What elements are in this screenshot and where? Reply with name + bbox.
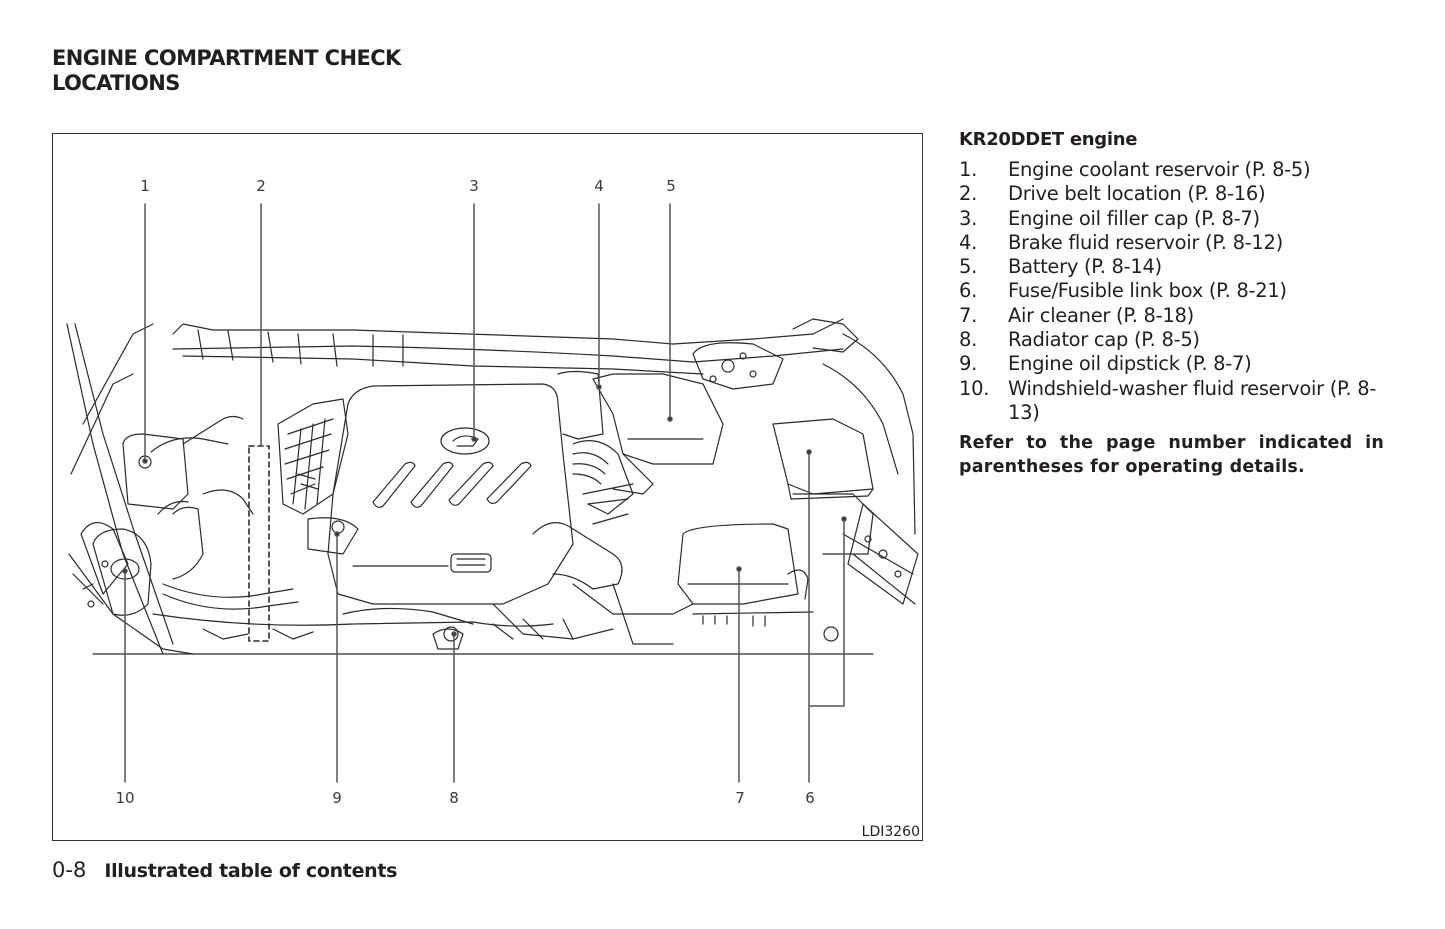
leader-6 <box>808 451 845 783</box>
legend-item: 9. Engine oil dipstick (P. 8-7) <box>959 352 1384 376</box>
battery <box>592 373 724 495</box>
legend-item-number: 10. <box>959 376 990 400</box>
right-fender <box>822 333 919 642</box>
legend-item: 3. Engine oil filler cap (P. 8-7) <box>959 207 1384 231</box>
legend-item-text: Drive belt location (P. 8-16) <box>1008 182 1266 206</box>
page-title-line-1: ENGINE COMPARTMENT CHECK <box>52 46 401 70</box>
leader-dot-1 <box>142 458 148 464</box>
legend-item: 7. Air cleaner (P. 8-18) <box>959 304 1384 328</box>
hoses-left <box>157 415 299 610</box>
engine-cover <box>327 383 574 605</box>
callout-4: 4 <box>594 177 604 195</box>
leader-dot-4 <box>596 384 602 390</box>
legend-item-number: 3. <box>959 206 978 230</box>
engine-line-drawing <box>66 203 919 783</box>
callout-7: 7 <box>735 789 745 807</box>
legend-item-text: Radiator cap (P. 8-5) <box>1008 328 1200 352</box>
legend-panel: KR20DDET engine 1. Engine coolant reserv… <box>959 128 1384 479</box>
intake-duct <box>532 370 694 615</box>
reference-note: Refer to the page number indicated in pa… <box>959 433 1384 478</box>
leader-dot-10 <box>122 568 128 574</box>
legend-item-text: Battery (P. 8-14) <box>1008 255 1162 279</box>
legend-item: 4. Brake fluid reservoir (P. 8-12) <box>959 231 1384 255</box>
drive-belt-outline <box>248 445 270 642</box>
figure-id: LDI3260 <box>861 824 920 840</box>
legend-item: 6. Fuse/Fusible link box (P. 8-21) <box>959 279 1384 303</box>
page-number: 0-8 <box>52 858 87 882</box>
legend-item: 10. Windshield-washer fluid reservoir (P… <box>959 377 1384 426</box>
callout-1: 1 <box>140 177 150 195</box>
leader-dot-6a <box>806 449 812 455</box>
engine-heading: KR20DDET engine <box>959 129 1138 150</box>
page-footer: 0-8 Illustrated table of contents <box>52 858 397 882</box>
page-title: ENGINE COMPARTMENT CHECK LOCATIONS <box>52 46 401 96</box>
left-fender <box>66 323 194 655</box>
legend-item-number: 7. <box>959 303 978 327</box>
legend-item-text: Fuse/Fusible link box (P. 8-21) <box>1008 279 1287 303</box>
callout-8: 8 <box>449 789 459 807</box>
legend-item-text: Engine oil dipstick (P. 8-7) <box>1008 352 1252 376</box>
intake-manifold <box>277 398 359 555</box>
legend-item: 1. Engine coolant reservoir (P. 8-5) <box>959 158 1384 182</box>
leader-dot-9 <box>334 531 340 537</box>
legend-item-number: 4. <box>959 230 978 254</box>
radiator-support <box>92 583 874 655</box>
legend-item-text: Brake fluid reservoir (P. 8-12) <box>1008 230 1283 254</box>
page-title-line-2: LOCATIONS <box>52 71 180 95</box>
legend-item-number: 2. <box>959 182 978 206</box>
cowl-panel <box>172 318 859 375</box>
strut-tower <box>692 342 784 390</box>
legend-item-number: 9. <box>959 352 978 376</box>
legend-item: 5. Battery (P. 8-14) <box>959 255 1384 279</box>
callout-2: 2 <box>256 177 266 195</box>
section-title: Illustrated table of contents <box>104 860 398 882</box>
legend-item-text: Air cleaner (P. 8-18) <box>1008 303 1194 327</box>
engine-compartment-figure: 1 2 3 4 5 10 9 8 7 6 LDI3260 <box>52 133 923 841</box>
legend-item-number: 6. <box>959 279 978 303</box>
callout-10: 10 <box>115 789 135 807</box>
air-cleaner <box>677 523 814 627</box>
leader-dot-6b <box>841 516 847 522</box>
legend-item-number: 1. <box>959 158 978 181</box>
fuse-box <box>772 418 874 555</box>
legend-list: 1. Engine coolant reservoir (P. 8-5) 2. … <box>959 158 1384 425</box>
coolant-reservoir <box>122 433 229 510</box>
callout-3: 3 <box>469 177 479 195</box>
leader-dot-3 <box>471 436 477 442</box>
legend-item: 2. Drive belt location (P. 8-16) <box>959 182 1384 206</box>
callout-6: 6 <box>805 789 815 807</box>
legend-item-number: 5. <box>959 255 978 279</box>
legend-item-number: 8. <box>959 328 978 352</box>
leader-dot-7 <box>736 566 742 572</box>
leader-dot-8 <box>451 631 457 637</box>
legend-item: 8. Radiator cap (P. 8-5) <box>959 328 1384 352</box>
leader-dot-5 <box>667 416 673 422</box>
callout-5: 5 <box>666 177 676 195</box>
callout-leaders <box>122 203 847 783</box>
callout-9: 9 <box>332 789 342 807</box>
legend-item-text: Engine oil filler cap (P. 8-7) <box>1008 206 1260 230</box>
legend-item-text: Engine coolant reservoir (P. 8-5) <box>1008 158 1311 181</box>
legend-item-text: Windshield-washer fluid reservoir (P. 8-… <box>1008 376 1377 424</box>
